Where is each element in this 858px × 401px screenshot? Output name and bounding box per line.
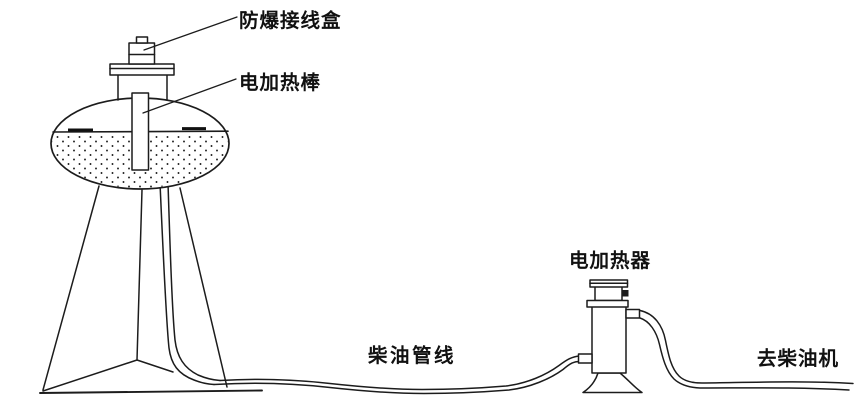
heating-rod-leader-line [142,78,237,114]
heater-base-funnel [582,372,643,394]
annotation-layer: 防爆接线盒 电加热棒 电加热器 柴油管线 去柴油机 [142,9,839,370]
heater-body [591,305,627,374]
ground-line [39,389,263,394]
junction-box-label: 防爆接线盒 [239,9,342,32]
tank-neck [117,74,168,101]
storage-tank-assembly [50,36,230,190]
heater-inlet-port [577,353,593,364]
pipeline-bottom-line [213,360,582,395]
heater-neck [594,285,623,302]
tripod-center-post [136,189,143,361]
heating-rod-label: 电加热棒 [239,71,321,94]
tank-flange [109,63,175,76]
heater-label: 电加热器 [569,249,651,272]
pipeline-label: 柴油管线 [367,344,456,367]
downpipe-outer-line [159,182,215,386]
tripod-stand [39,185,263,394]
heating-rod [131,92,150,171]
heater-lower-flange [586,299,629,308]
heater-outlet-port [625,308,641,319]
outlet-pipe-bottom-line [639,317,850,391]
junction-box-knob [135,36,149,44]
tripod-front-brace [42,359,174,392]
electric-heater-assembly [577,279,643,394]
outlet-pipeline [639,309,854,391]
outlet-pipe-top-line [639,309,854,385]
junction-box-leader-line [143,16,238,51]
tripod-leg-left [42,185,100,391]
tank-downpipe [159,182,221,386]
downpipe-inner-line [167,182,221,382]
diesel-pipeline [213,355,582,395]
to-engine-label: 去柴油机 [757,347,839,370]
heater-terminal-nub [622,290,629,297]
junction-box [128,42,156,65]
pipeline-top-line [219,355,581,391]
tripod-leg-right [179,187,228,388]
